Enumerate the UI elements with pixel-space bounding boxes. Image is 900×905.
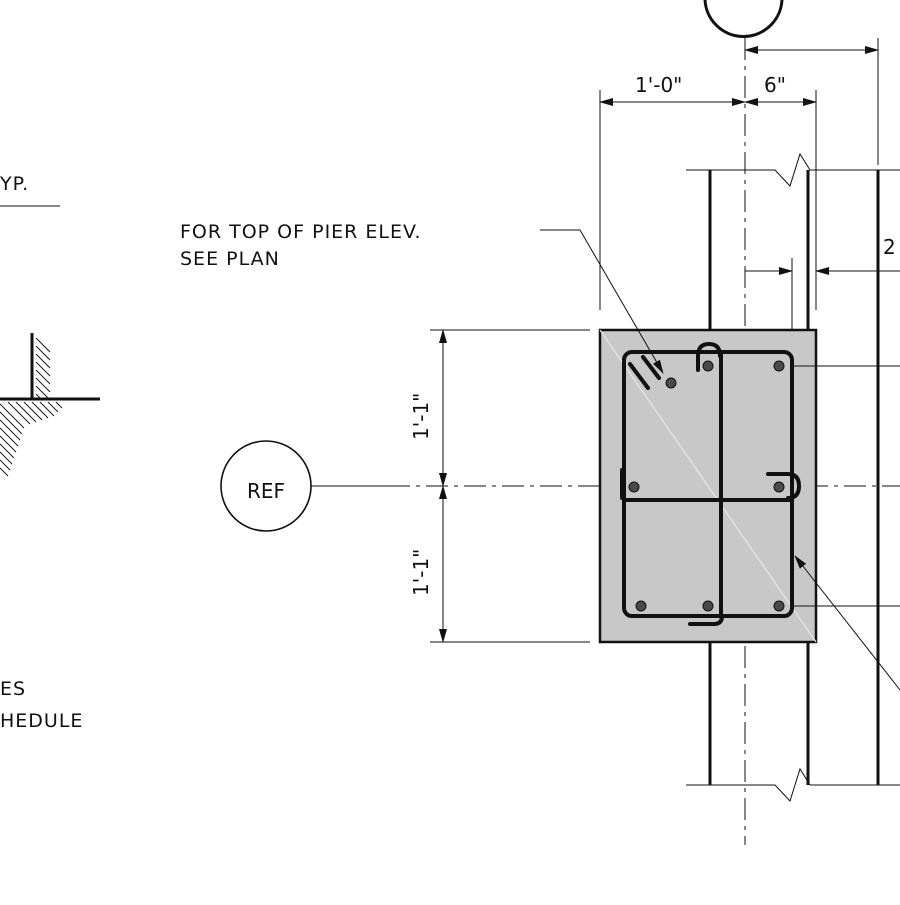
typ-note: YP. [0, 173, 29, 195]
pier-elevation-note: FOR TOP OF PIER ELEV. SEE PLAN [180, 221, 664, 374]
pier-elev-note-line1: FOR TOP OF PIER ELEV. [180, 221, 422, 243]
top-hook [696, 342, 722, 372]
dim-right-width: 6" [764, 73, 786, 97]
pier-elev-leader [540, 229, 664, 374]
corner-hook-2 [641, 355, 661, 380]
dim-upper-height: 1'-1" [409, 393, 433, 440]
wall-lines [686, 152, 900, 802]
pier-elev-note-line2: SEE PLAN [180, 248, 280, 270]
vertical-dimensions: 1'-1" 1'-1" [409, 329, 590, 643]
schedule-note-line1: ES [0, 678, 26, 700]
reference-bubble: REF [220, 440, 395, 532]
top-break-line [686, 152, 900, 187]
top-dimensions: 1'-0" 6" 2 [599, 38, 900, 330]
dim-left-width: 1'-0" [635, 73, 682, 97]
reference-tag-label: REF [247, 479, 285, 503]
dim-lower-height: 1'-1" [409, 549, 433, 596]
rebar-dots [628, 360, 785, 612]
bottom-hook [688, 614, 724, 626]
right-hook [766, 472, 801, 500]
schedule-note-line2: HEDULE [0, 710, 83, 732]
corner-hook-1 [628, 362, 650, 390]
grade-wall-hatch [0, 333, 100, 477]
pier-section [598, 328, 818, 644]
grid-bubble-top [703, 0, 784, 38]
left-partial-detail: YP. [0, 173, 100, 732]
bottom-break-line [686, 767, 900, 802]
dim-offset: 2 [883, 235, 896, 259]
right-callout-leaders [793, 365, 900, 691]
pier-hatch-diagonal [599, 329, 817, 643]
